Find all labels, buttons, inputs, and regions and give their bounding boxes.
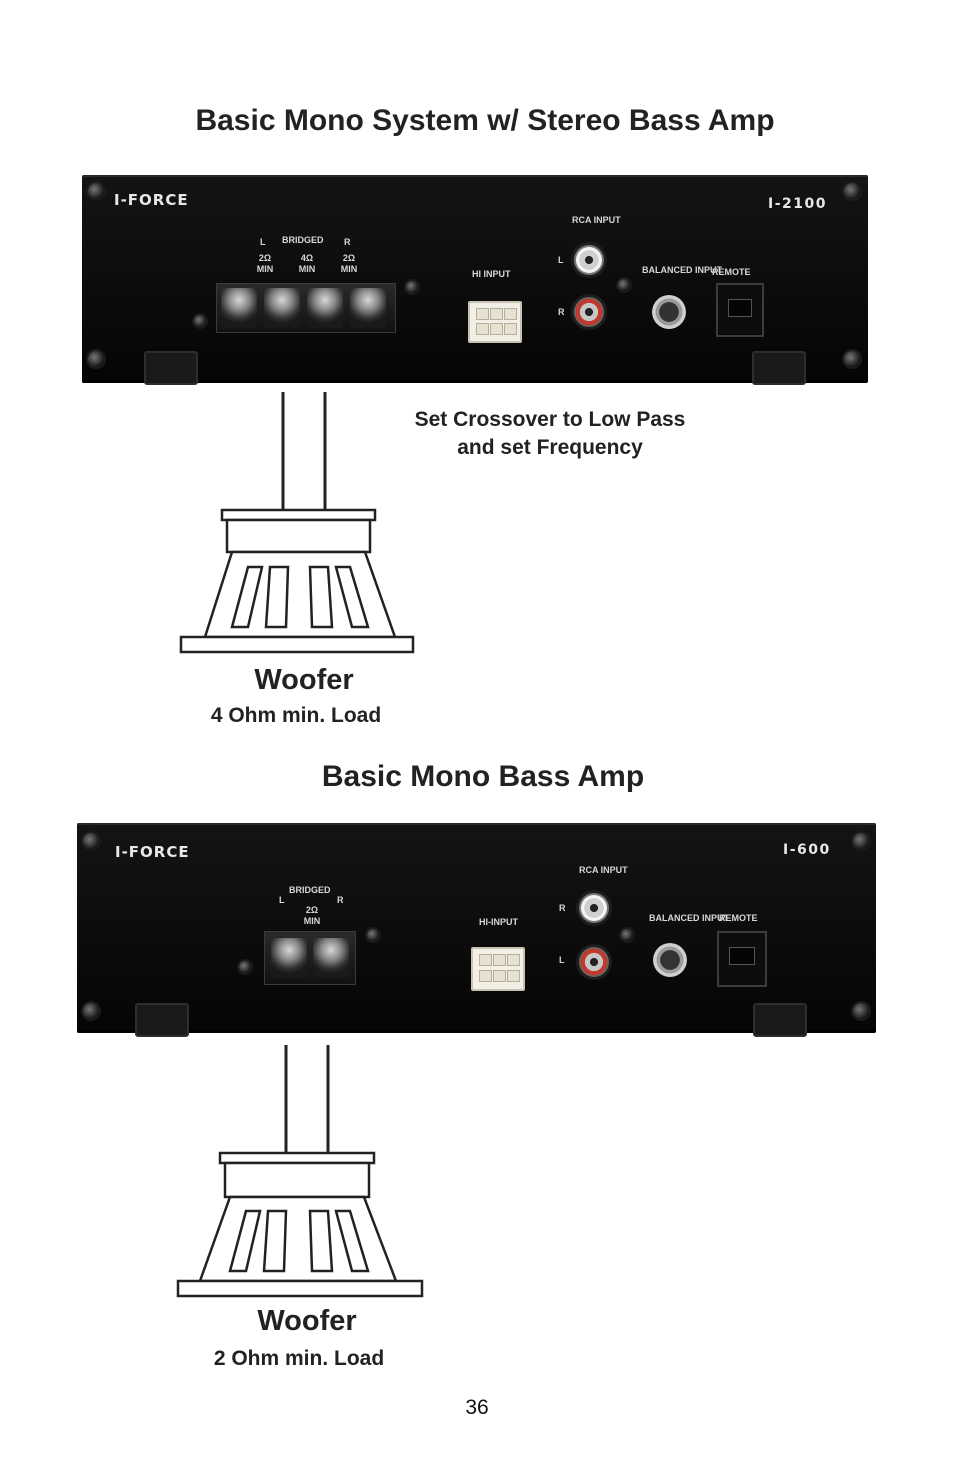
ohm-left-label: 2Ω MIN (256, 253, 274, 274)
hi-input-label: HI INPUT (472, 269, 511, 279)
speaker-terminal-block (264, 931, 356, 985)
mounting-foot (144, 351, 198, 385)
rca-top-channel-label: L (558, 255, 564, 265)
screw-icon (194, 315, 206, 327)
screw-icon (406, 281, 418, 293)
rca-jack-red (579, 947, 609, 977)
crossover-note: Set Crossover to Low Pass and set Freque… (380, 406, 720, 462)
rca-bottom-channel-label: R (558, 307, 565, 317)
hi-input-connector (471, 947, 525, 991)
mounting-foot (752, 351, 806, 385)
model-label: I-2100 (768, 196, 827, 212)
rca-input-label: RCA INPUT (579, 865, 628, 875)
terminal-screw-icon (313, 938, 349, 978)
brand-logo: I-FORCE (114, 191, 189, 209)
rca-input-label: RCA INPUT (572, 215, 621, 225)
ohm-center-label: 2Ω MIN (303, 905, 321, 926)
balanced-input-label: BALANCED INPUT (649, 913, 729, 923)
woofer-1-diagram (179, 392, 415, 654)
remote-label: REMOTE (719, 913, 758, 923)
rca-jack-red (574, 297, 604, 327)
hi-input-label: HI-INPUT (479, 917, 518, 927)
section-2-title: Basic Mono Bass Amp (321, 760, 645, 793)
mounting-foot (135, 1003, 189, 1037)
woofer-2-title: Woofer (257, 1305, 357, 1337)
screw-icon (618, 279, 630, 291)
terminal-screw-icon (350, 288, 386, 328)
amp-i2100-panel: I-FORCE I-2100 L BRIDGED R 2Ω MIN 4Ω MIN… (82, 175, 868, 385)
balanced-input-jack (652, 295, 686, 329)
ohm-right-label: 2Ω MIN (340, 253, 358, 274)
woofer-1-load: 4 Ohm min. Load (210, 704, 382, 727)
crossover-note-line-1: Set Crossover to Low Pass (414, 408, 686, 431)
screw-icon (853, 833, 869, 849)
speaker-right-label: R (337, 895, 344, 905)
screw-icon (853, 1003, 869, 1019)
mounting-foot (753, 1003, 807, 1037)
remote-jack (716, 283, 764, 337)
balanced-input-jack (653, 943, 687, 977)
terminal-screw-icon (271, 938, 307, 978)
screw-icon (83, 833, 99, 849)
model-label: I-600 (783, 842, 831, 858)
rca-jack-white (574, 245, 604, 275)
speaker-right-label: R (344, 237, 351, 247)
crossover-note-line-2: and set Frequency (457, 436, 643, 459)
rca-bottom-channel-label: L (559, 955, 565, 965)
hi-input-connector (468, 301, 522, 343)
amp-i600-panel: I-FORCE I-600 BRIDGED L R 2Ω MIN HI-INPU… (77, 823, 876, 1037)
bridged-label: BRIDGED (282, 235, 324, 245)
page-number: 36 (465, 1396, 489, 1419)
speaker-left-label: L (279, 895, 285, 905)
speaker-left-label: L (260, 237, 266, 247)
ohm-center-label: 4Ω MIN (298, 253, 316, 274)
woofer-2-diagram (176, 1045, 424, 1298)
screw-icon (844, 183, 860, 199)
woofer-2-load: 2 Ohm min. Load (213, 1347, 385, 1370)
terminal-screw-icon (221, 288, 257, 328)
rca-jack-white (579, 893, 609, 923)
brand-logo: I-FORCE (115, 843, 190, 861)
screw-icon (88, 183, 104, 199)
screw-icon (88, 351, 104, 367)
remote-jack (717, 931, 767, 987)
terminal-screw-icon (307, 288, 343, 328)
remote-label: REMOTE (712, 267, 751, 277)
bridged-label: BRIDGED (289, 885, 331, 895)
screw-icon (83, 1003, 99, 1019)
section-1-title: Basic Mono System w/ Stereo Bass Amp (195, 104, 775, 137)
terminal-screw-icon (264, 288, 300, 328)
rca-top-channel-label: R (559, 903, 566, 913)
woofer-1-title: Woofer (254, 664, 354, 696)
screw-icon (367, 929, 379, 941)
speaker-terminal-block (216, 283, 396, 333)
screw-icon (621, 929, 633, 941)
screw-icon (844, 351, 860, 367)
balanced-input-label: BALANCED INPUT (642, 265, 722, 275)
screw-icon (239, 961, 251, 973)
